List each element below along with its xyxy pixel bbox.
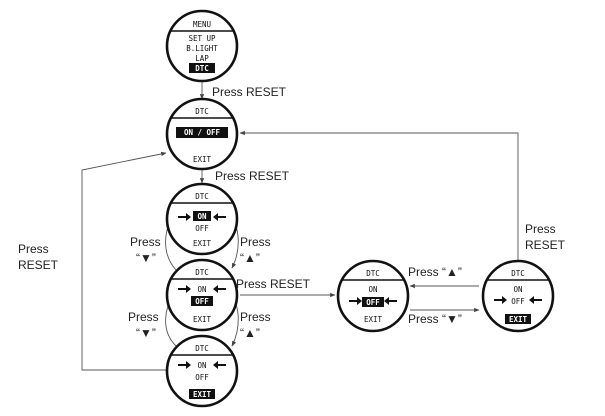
dtc-exit-header: DTC [195,344,209,353]
screen-menu: MENU SET UP B.LIGHT LAP DTC [165,9,239,83]
arrow-right-icon [178,285,191,293]
arrow-right-icon [349,297,362,305]
arrow-left-icon [529,296,542,304]
arrow-left-icon [213,361,226,369]
label-press-reset-right-line1: Press [525,222,556,236]
confirm-off: OFF [366,298,380,307]
label-press-reset-1: Press RESET [212,85,287,99]
confirm-header: DTC [366,269,380,278]
arrow-right-icon [494,296,507,304]
dtc-main-header: DTC [195,107,209,116]
menu-item-blight: B.LIGHT [186,44,218,53]
menu-header: MENU [193,20,211,29]
label-press-reset-left-line1: Press [18,242,49,256]
dtc-off-header: DTC [195,268,209,277]
arrow-exit-back-to-dtc [81,151,167,371]
menu-item-setup: SET UP [188,34,216,43]
label-down-key-2: “▼” [136,326,156,340]
arrow-left-icon [213,285,226,293]
screen-dtc-main: DTC ON / OFF EXIT [165,97,239,171]
screen-dtc-off: DTC ON OFF EXIT [165,258,239,332]
dtc-off-off: OFF [195,297,209,306]
label-press-down-1: Press [130,235,161,249]
arrow-left-icon [213,213,226,221]
dtc-main-onoff: ON / OFF [184,128,221,137]
label-press-reset-right-line2: RESET [525,238,566,252]
label-up-key-1: “▲” [240,251,260,265]
menu-item-lap: LAP [195,54,209,63]
label-press-reset-mid: Press RESET [236,277,311,291]
label-press-up-1: Press [240,235,271,249]
dtc-on-header: DTC [195,192,209,201]
dtc-on-off: OFF [195,224,209,233]
label-up-key-2: “▲” [240,326,260,340]
dtc-exit-off: OFF [195,373,209,382]
screen-dtc-off-exit: DTC ON OFF EXIT [481,259,555,333]
arrow-right-icon [178,213,191,221]
screen-dtc-on: DTC ON OFF EXIT [165,182,239,256]
dtc-exit-exit: EXIT [193,390,212,399]
dtc-on-exit: EXIT [193,239,212,248]
dtc-on-on: ON [197,212,207,221]
confirm-exit: EXIT [364,315,383,324]
dtc-main-exit: EXIT [193,155,212,164]
label-press-up-2: Press [240,310,271,324]
dtc-off-on: ON [197,285,206,294]
label-press-up-horizontal: Press “▲” [408,265,462,279]
right-header: DTC [511,269,525,278]
arrow-left-icon [384,297,397,305]
screen-dtc-exit: DTC ON OFF EXIT [165,334,239,408]
label-down-key-1: “▼” [136,251,156,265]
label-press-down-2: Press [128,310,159,324]
label-press-reset-2: Press RESET [215,169,290,183]
confirm-on: ON [368,285,377,294]
right-on: ON [513,285,522,294]
menu-item-dtc: DTC [195,64,209,73]
label-press-down-horizontal: Press “▼” [408,312,462,326]
dtc-off-exit: EXIT [193,315,212,324]
right-off: OFF [511,297,525,306]
labels: Press RESET Press RESET Press RESET Pres… [18,85,566,340]
label-press-reset-left-line2: RESET [18,258,59,272]
screen-dtc-off-confirm: DTC ON OFF EXIT [336,259,410,333]
arrow-right-icon [178,361,191,369]
dtc-exit-on: ON [197,361,206,370]
right-exit: EXIT [509,315,528,324]
arrow-right-back-to-dtc [239,130,519,262]
